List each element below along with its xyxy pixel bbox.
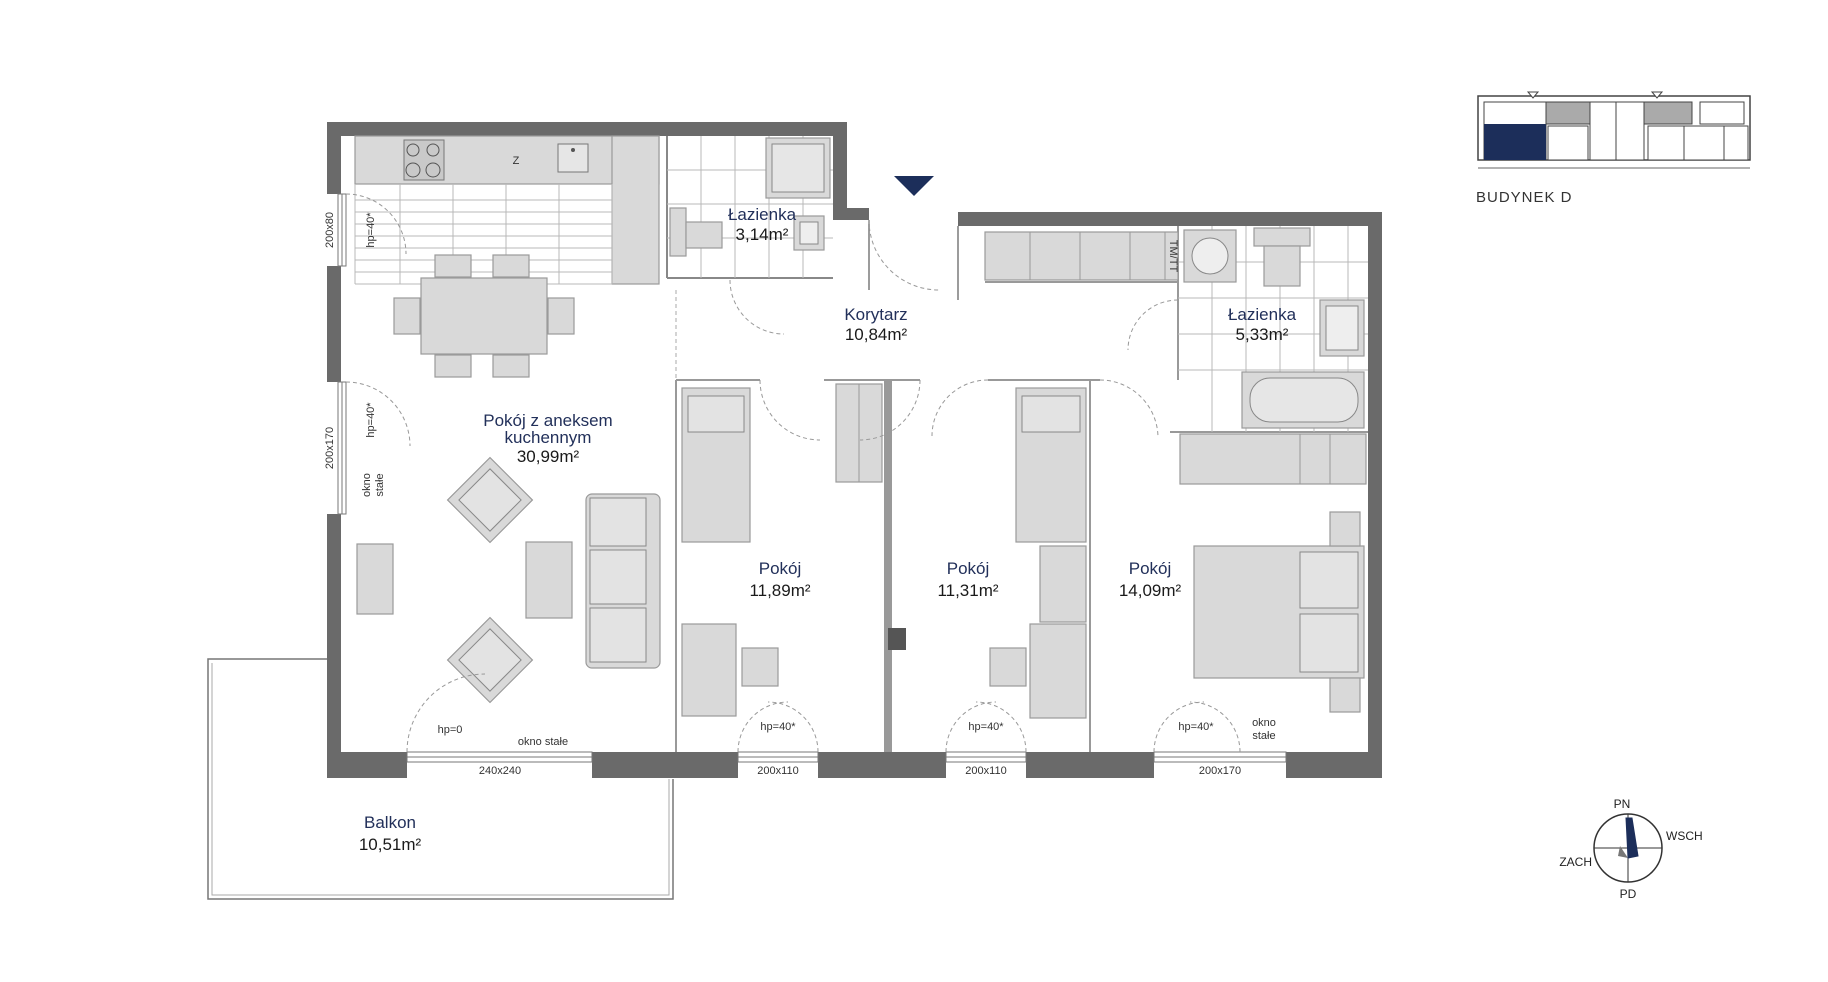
bathroom1-area: 3,14m² — [736, 225, 789, 244]
apartment-highlight — [1484, 124, 1546, 160]
bathroom1-name: Łazienka — [728, 205, 797, 224]
window-room1-size: 200x110 — [757, 765, 798, 777]
window-room3-note-2: stałe — [1252, 730, 1275, 742]
building-label: BUDYNEK D — [1476, 189, 1573, 206]
window-labels: 200x80 hp=40* 200x170 hp=40* okno stałe … — [324, 212, 1276, 777]
window-room1-hp: hp=40* — [760, 721, 796, 733]
window-room3-note-1: okno — [1252, 717, 1276, 729]
window-living-note: okno stałe — [518, 736, 568, 748]
window-left-mid-note-2: stałe — [374, 473, 386, 496]
room-labels: Pokój z aneksem kuchennym 30,99m² Łazien… — [359, 205, 1297, 854]
living-room-name-1: Pokój z aneksem — [483, 411, 612, 430]
window-left-mid-hp: hp=40* — [365, 402, 377, 438]
compass-south: PD — [1620, 887, 1637, 901]
compass-west: ZACH — [1559, 855, 1592, 869]
window-left-mid-size: 200x170 — [324, 427, 336, 469]
building-key-plan: BUDYNEK D — [1476, 91, 1751, 206]
closet-mark: TM/TT — [1167, 240, 1179, 273]
living-room-name-2: kuchennym — [505, 428, 592, 447]
window-living-hp: hp=0 — [438, 724, 463, 736]
room2-furniture — [989, 387, 1087, 719]
kitchen: Z — [354, 135, 660, 378]
room2-name: Pokój — [947, 559, 990, 578]
corridor-area: 10,84m² — [845, 325, 908, 344]
compass-east: WSCH — [1666, 829, 1703, 843]
compass-icon: PN WSCH PD ZACH — [1559, 797, 1702, 901]
bathroom-1 — [667, 136, 833, 278]
window-left-mid-note-1: okno — [361, 473, 373, 497]
window-room2-size: 200x110 — [965, 765, 1006, 777]
room2-area: 11,31m² — [937, 581, 998, 600]
entrance-arrow-icon — [894, 176, 934, 196]
window-left-top-size: 200x80 — [324, 212, 336, 248]
windows — [337, 193, 1287, 763]
room3-furniture — [1179, 433, 1367, 713]
bathroom2-area: 5,33m² — [1236, 325, 1289, 344]
interior-walls — [666, 136, 1368, 752]
room1-name: Pokój — [759, 559, 802, 578]
corridor-name: Korytarz — [844, 305, 907, 324]
compass-north: PN — [1614, 797, 1631, 811]
room3-area: 14,09m² — [1119, 581, 1182, 600]
doors — [345, 193, 1241, 753]
window-room2-hp: hp=40* — [968, 721, 1004, 733]
living-furniture — [356, 456, 661, 704]
outer-walls — [327, 122, 1382, 778]
window-room3-size: 200x170 — [1199, 765, 1241, 777]
balcony — [207, 658, 674, 900]
living-room-area: 30,99m² — [517, 447, 580, 466]
corridor-wardrobes: TM/TT — [984, 229, 1237, 283]
room1-area: 11,89m² — [749, 581, 810, 600]
room3-name: Pokój — [1129, 559, 1172, 578]
window-left-top-hp: hp=40* — [365, 212, 377, 248]
window-living-size: 240x240 — [479, 765, 521, 777]
kitchen-mark: Z — [513, 155, 520, 167]
bathroom2-name: Łazienka — [1228, 305, 1297, 324]
balcony-area: 10,51m² — [359, 835, 422, 854]
balcony-name: Balkon — [364, 813, 416, 832]
window-room3-hp: hp=40* — [1178, 721, 1214, 733]
room1-furniture — [681, 383, 883, 717]
